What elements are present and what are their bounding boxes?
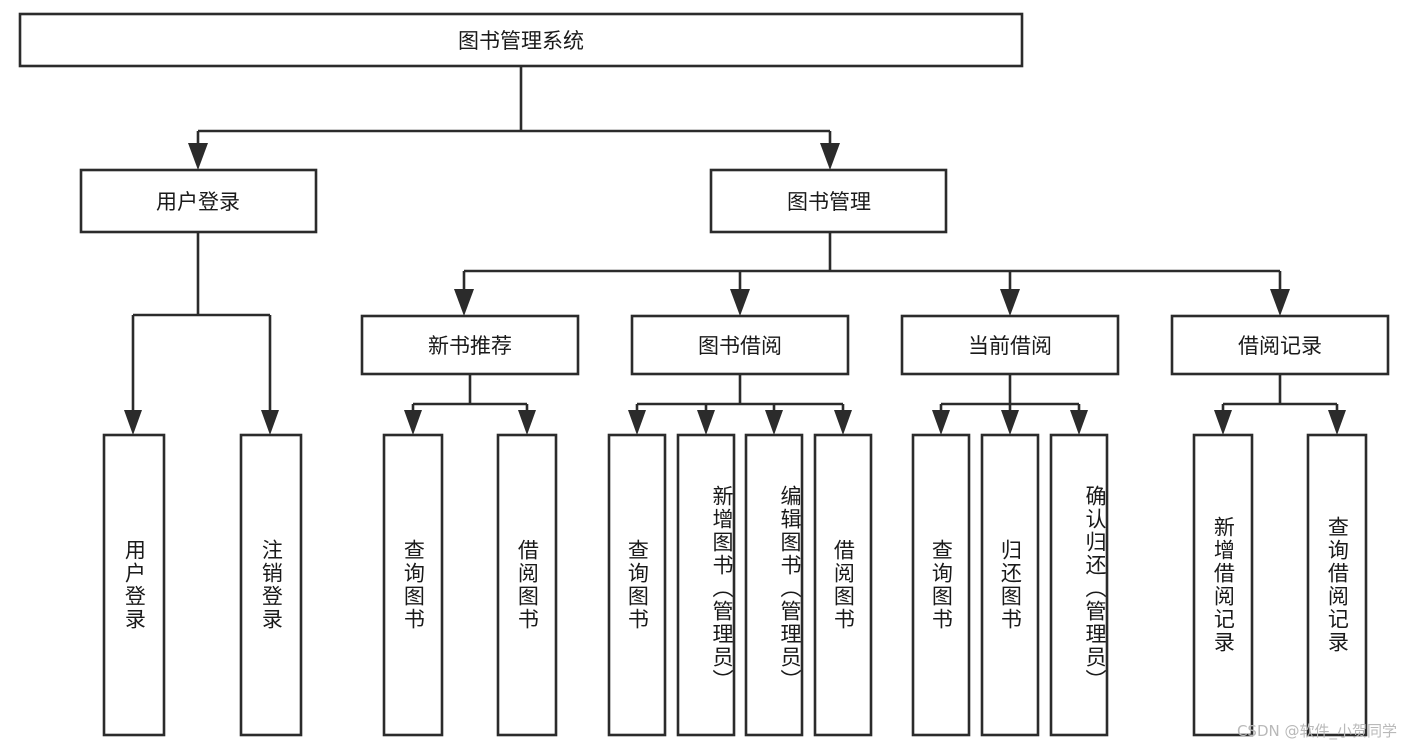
arrowhead-current-leaf-3 [1070, 410, 1088, 435]
node-leaf-add-record-box[interactable] [1192, 433, 1254, 737]
arrowhead-borrow-leaf-3 [765, 410, 783, 435]
node-new-book-recommend-box[interactable] [360, 314, 580, 376]
node-leaf-query-book-3-box[interactable] [911, 433, 971, 737]
node-leaf-borrow-book-2-box[interactable] [813, 433, 873, 737]
node-borrow-record-box[interactable] [1170, 314, 1390, 376]
arrowhead-newbook-leaf-2 [518, 410, 536, 435]
node-root-box[interactable] [18, 12, 1024, 68]
arrowhead-borrow-leaf-4 [834, 410, 852, 435]
node-current-borrow-label: 当前借阅 [968, 334, 1052, 358]
node-book-borrow-box[interactable] [630, 314, 850, 376]
arrowhead-to-userlogin [188, 143, 208, 170]
node-borrow-record-label: 借阅记录 [1238, 334, 1322, 358]
node-leaf-query-book-1-box[interactable] [382, 433, 444, 737]
arrowhead-record-leaf-2 [1328, 410, 1346, 435]
arrowhead-record-leaf-1 [1214, 410, 1232, 435]
node-book-management-label: 图书管理 [787, 190, 871, 214]
node-book-borrow-label: 图书借阅 [698, 334, 782, 358]
node-leaf-user-login-box[interactable] [102, 433, 166, 737]
arrowhead-to-bookmgmt [820, 143, 840, 170]
node-leaf-query-book-2-box[interactable] [607, 433, 667, 737]
arrowhead-newbook-leaf-1 [404, 410, 422, 435]
node-root-label: 图书管理系统 [458, 29, 584, 53]
node-leaf-confirm-return-box[interactable] [1049, 433, 1109, 737]
arrowhead-borrow-leaf-1 [628, 410, 646, 435]
arrowhead-to-logout-leaf [261, 410, 279, 435]
arrowhead-to-user-login-leaf [124, 410, 142, 435]
node-leaf-add-book-box[interactable] [676, 433, 736, 737]
node-leaf-borrow-book-1-box[interactable] [496, 433, 558, 737]
arrowhead-current-leaf-2 [1001, 410, 1019, 435]
node-current-borrow-box[interactable] [900, 314, 1120, 376]
node-leaf-logout-box[interactable] [239, 433, 303, 737]
node-leaf-return-book-box[interactable] [980, 433, 1040, 737]
node-user-login-box[interactable] [79, 168, 318, 234]
node-layer [18, 12, 1390, 737]
csdn-watermark: CSDN @软件_小贺同学 [1236, 722, 1397, 740]
arrowhead-to-currentborrow [1000, 289, 1020, 316]
node-leaf-query-record-box[interactable] [1306, 433, 1368, 737]
node-leaf-edit-book-box[interactable] [744, 433, 804, 737]
node-book-management-box[interactable] [709, 168, 948, 234]
node-new-book-recommend-label: 新书推荐 [428, 334, 512, 358]
arrowhead-current-leaf-1 [932, 410, 950, 435]
arrowhead-to-borrowrecord [1270, 289, 1290, 316]
node-user-login-label: 用户登录 [156, 190, 240, 214]
arrowhead-to-bookborrow [730, 289, 750, 316]
arrowhead-borrow-leaf-2 [697, 410, 715, 435]
horizontal-label-layer: 图书管理系统 用户登录 图书管理 新书推荐 图书借阅 当前借阅 借阅记录 [156, 29, 1322, 358]
arrowhead-layer [124, 143, 1346, 435]
arrowhead-to-newbook [454, 289, 474, 316]
